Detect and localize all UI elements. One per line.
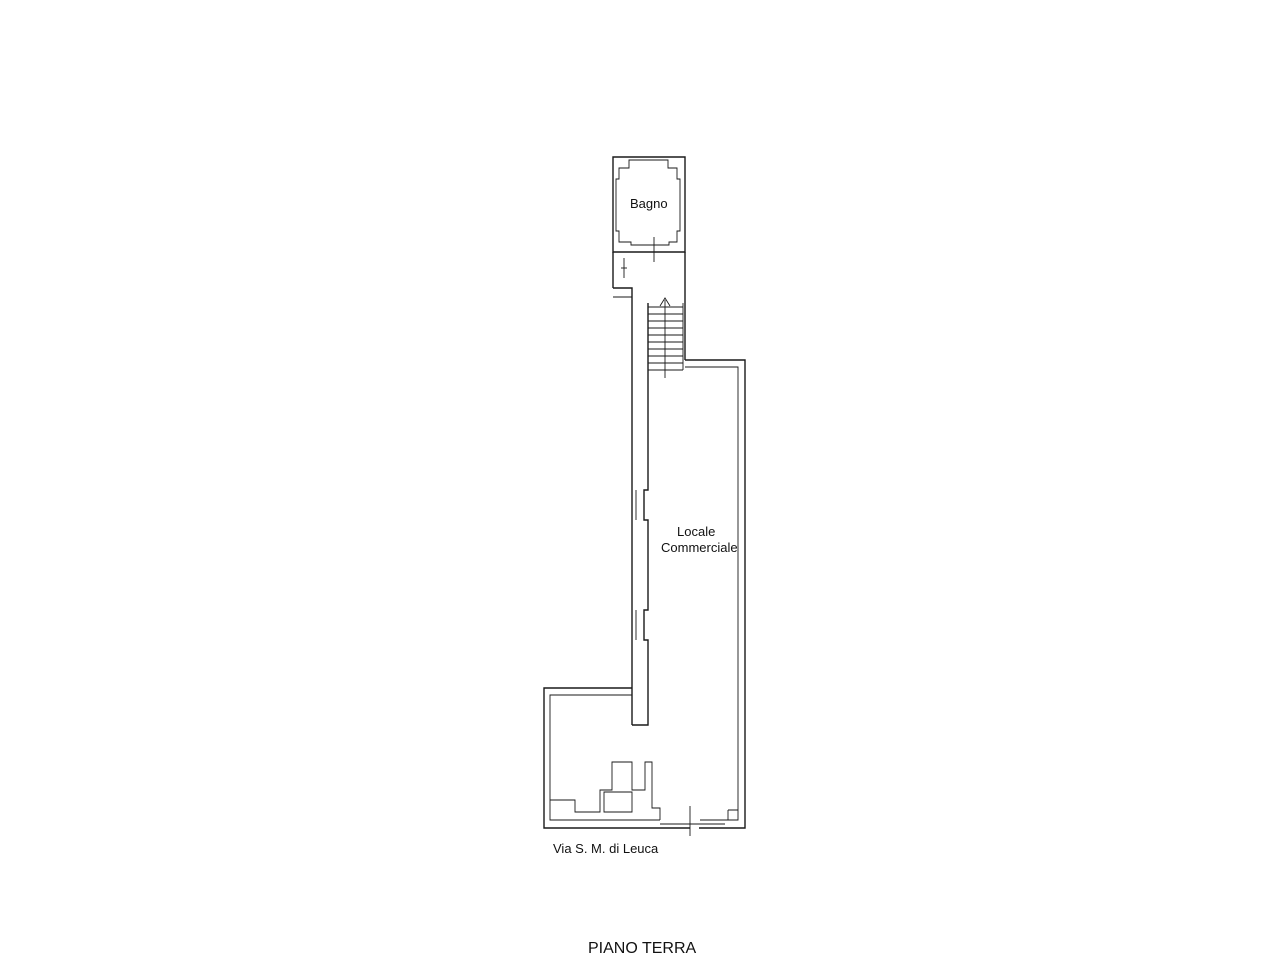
room-label-shop-line1: Locale bbox=[677, 524, 715, 539]
room-label-shop-line2: Commerciale bbox=[661, 540, 738, 555]
room-label-bathroom: Bagno bbox=[630, 196, 668, 211]
shop-walls bbox=[543, 298, 746, 829]
shop-door-mark bbox=[660, 806, 725, 836]
street-label: Via S. M. di Leuca bbox=[553, 841, 659, 856]
staircase bbox=[647, 297, 684, 378]
corridor-walls bbox=[612, 251, 686, 360]
floor-title: PIANO TERRA bbox=[588, 940, 697, 957]
